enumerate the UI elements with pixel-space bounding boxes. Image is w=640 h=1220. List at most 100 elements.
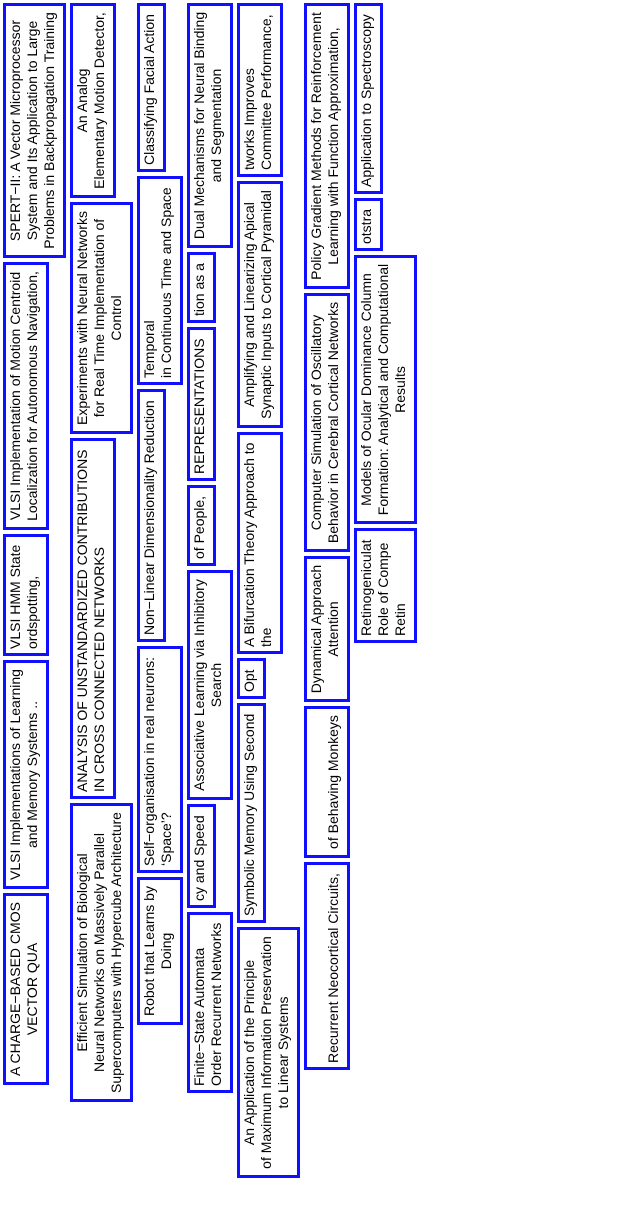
- title-line: A CHARGE−BASED CMOS: [7, 902, 23, 1076]
- title-line: Supercomputers with Hypercube Architectu…: [108, 812, 124, 1093]
- title-line: Doing: [158, 932, 174, 970]
- paper-title-text: Symbolic Memory Using Second: [240, 706, 263, 920]
- title-line: tworks Improves: [241, 68, 257, 170]
- paper-title-box: Application to Spectroscopy: [354, 3, 383, 194]
- title-line: Search: [208, 662, 224, 708]
- title-line: Temporal: [141, 320, 157, 378]
- paper-title-box: Policy Gradient Methods for Reinforcemen…: [304, 3, 350, 289]
- title-line: Retinogeniculat: [358, 539, 374, 636]
- title-line: otstra: [358, 208, 374, 244]
- paper-title-text: cy and Speed: [190, 807, 213, 905]
- paper-title-box: Recurrent Neocortical Circuits,: [304, 862, 350, 1070]
- paper-title-text: ANALYSIS OF UNSTANDARDIZED CONTRIBUTIONS…: [73, 441, 113, 796]
- paper-title-box: of Behaving Monkeys: [304, 706, 350, 858]
- paper-title-text: Policy Gradient Methods for Reinforcemen…: [307, 6, 347, 286]
- title-line: Control: [108, 295, 124, 341]
- paper-title-box: REPRESENTATIONS: [187, 327, 216, 481]
- title-line: Behavior in Cerebral Cortical Networks: [325, 301, 341, 544]
- title-line: ordspotting,: [24, 575, 40, 649]
- title-line: Dynamical Approach: [308, 564, 324, 694]
- title-line: ANALYSIS OF UNSTANDARDIZED CONTRIBUTIONS: [74, 449, 90, 792]
- title-line: ‘Space’?: [158, 812, 174, 866]
- title-line: in Continuous Time and Space: [158, 187, 174, 378]
- title-line: Localization for Autonomous Navigation,: [24, 271, 40, 521]
- title-line: Models of Ocular Dominance Column: [358, 273, 374, 506]
- paper-title-text: Recurrent Neocortical Circuits,: [307, 865, 347, 1067]
- title-line: Dual Mechanisms for Neural Binding: [191, 11, 207, 240]
- title-line: Role of Compe: [375, 542, 391, 636]
- paper-title-box: otstra: [354, 198, 383, 251]
- title-line: Experiments with Neural Networks: [74, 211, 90, 425]
- title-line: Computer Simulation of Oscillatory: [308, 314, 324, 531]
- title-line: A Bifurcation Theory Approach to: [241, 442, 257, 647]
- title-line: and Memory Systems ..: [24, 700, 40, 849]
- title-line: An Application of the Principle: [241, 959, 257, 1146]
- title-line: Formation: Analytical and Computational: [375, 263, 391, 516]
- title-line: REPRESENTATIONS: [191, 338, 207, 474]
- title-line: SPERT−II: A Vector Microprocessor: [7, 19, 23, 242]
- title-line: VECTOR QUA: [24, 942, 40, 1036]
- title-line: Attention: [325, 601, 341, 657]
- title-line: of Behaving Monkeys: [325, 715, 341, 849]
- paper-title-text: Self−organisation in real neurons:‘Space…: [140, 649, 180, 870]
- title-line: cy and Speed: [191, 815, 207, 901]
- paper-title-text: tion as a: [190, 255, 213, 320]
- title-line: of People,: [191, 495, 207, 559]
- title-line: Elementary Motion Detector,: [91, 12, 107, 189]
- title-line: Self−organisation in real neurons:: [141, 657, 157, 866]
- title-line: Application to Spectroscopy: [358, 14, 374, 187]
- paper-title-box: tion as a: [187, 252, 216, 323]
- paper-title-box: cy and Speed: [187, 804, 216, 908]
- title-line: the: [258, 627, 274, 647]
- title-line: Robot that Learns by: [141, 886, 157, 1016]
- title-line: Non−Linear Dimensionality Reduction: [141, 400, 157, 635]
- title-line: Recurrent Neocortical Circuits,: [325, 873, 341, 1063]
- paper-title-box: Opt: [237, 658, 266, 699]
- title-line: to Linear Systems: [275, 996, 291, 1109]
- title-line: Problems in Backpropagation Training: [41, 12, 57, 249]
- title-line: System and Its Application to Large: [24, 20, 40, 241]
- title-line: of Maximum Information Preservation: [258, 936, 274, 1169]
- paper-title-box: ANALYSIS OF UNSTANDARDIZED CONTRIBUTIONS…: [70, 438, 116, 799]
- title-line: Committee Performance,: [258, 14, 274, 170]
- title-line: An Analog: [74, 68, 90, 133]
- title-line: Retin: [392, 603, 408, 636]
- title-line: VLSI HMM State: [7, 544, 23, 649]
- title-line: Neural Networks on Massively Parallel: [91, 833, 107, 1072]
- title-line: VLSI Implementation of Motion Centroid: [7, 271, 23, 521]
- paper-title-box: Classifying Facial Action: [137, 3, 166, 172]
- paper-title-text: of People,: [190, 488, 213, 563]
